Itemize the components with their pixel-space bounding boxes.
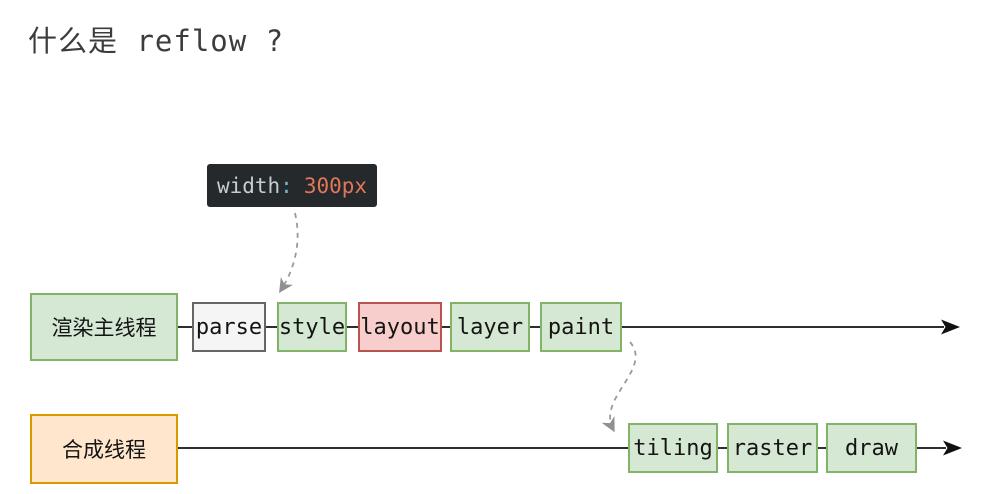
stage-draw: draw <box>826 423 917 473</box>
stage-raster: raster <box>727 423 818 473</box>
tooltip-to-style-dashed-arrow <box>279 212 299 294</box>
main-thread-arrowhead <box>941 319 960 335</box>
compositor-thread-arrowhead <box>943 440 962 456</box>
stage-parse: parse <box>192 302 266 352</box>
page-title: 什么是 reflow ? <box>28 24 285 58</box>
css-value: 300px <box>303 173 368 198</box>
paint-to-tiling-dashed-arrow <box>601 341 637 433</box>
css-colon: : <box>280 173 293 198</box>
render-main-thread-box: 渲染主线程 <box>30 293 178 361</box>
css-code-tooltip: width:300px <box>207 164 377 207</box>
stage-tiling: tiling <box>628 423 718 473</box>
stage-paint: paint <box>540 302 622 352</box>
stage-layout: layout <box>358 302 442 352</box>
stage-style: style <box>277 302 347 352</box>
css-property: width <box>216 173 281 198</box>
stage-layer: layer <box>450 302 530 352</box>
compositor-thread-box: 合成线程 <box>30 414 178 484</box>
